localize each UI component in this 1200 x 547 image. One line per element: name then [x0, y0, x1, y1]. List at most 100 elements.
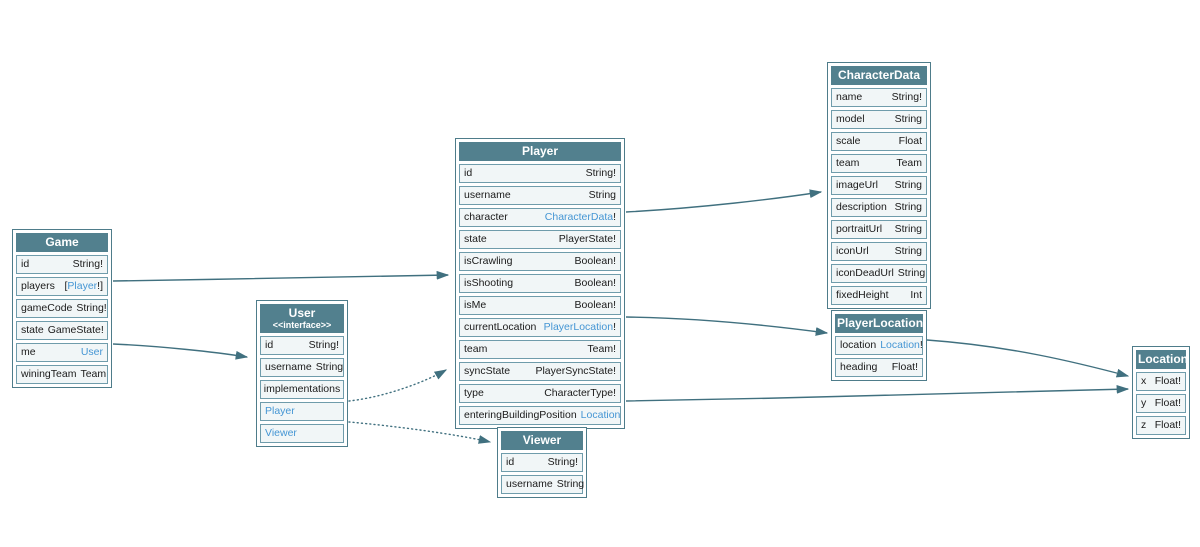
field-type: String — [589, 189, 616, 202]
field-row-characterdata-scale[interactable]: scale Float — [831, 132, 927, 151]
type-text: Float — [898, 135, 922, 147]
table-header-viewer[interactable]: Viewer — [501, 431, 583, 450]
type-text: String — [894, 113, 922, 125]
field-type: String! — [586, 167, 616, 180]
field-type: PlayerLocation! — [544, 321, 616, 334]
table-title: Game — [45, 235, 79, 249]
field-name: syncState — [464, 365, 511, 377]
field-type: Location — [581, 409, 621, 422]
type-link[interactable]: Location — [880, 339, 920, 351]
field-row-user-Player[interactable]: Player — [260, 402, 344, 421]
type-text: Boolean! — [574, 299, 616, 311]
table-title: PlayerLocation — [837, 316, 924, 330]
field-row-game-players[interactable]: players[Player!] — [16, 277, 108, 296]
type-text: String — [894, 179, 922, 191]
table-header-location[interactable]: Location — [1136, 350, 1188, 369]
field-type: Float! — [1155, 397, 1181, 410]
field-type: String! — [309, 339, 339, 352]
type-text: String! — [585, 167, 616, 179]
field-type: GameState! — [48, 324, 104, 337]
field-name: heading — [840, 361, 878, 373]
type-link[interactable]: User — [80, 346, 103, 358]
field-name: team — [836, 157, 860, 169]
field-type: Float! — [1155, 375, 1181, 388]
type-link[interactable]: Player — [67, 280, 98, 292]
field-type: String — [898, 267, 925, 280]
field-name: iconUrl — [836, 245, 869, 257]
type-text: PlayerSyncState! — [535, 365, 616, 377]
table-header-game[interactable]: Game — [16, 233, 108, 252]
field-type: String — [895, 245, 922, 258]
table-header-playerlocation[interactable]: PlayerLocation — [835, 314, 923, 333]
type-text: Team — [80, 368, 107, 380]
table-header-characterdata[interactable]: CharacterData — [831, 66, 927, 85]
table-header-player[interactable]: Player — [459, 142, 621, 161]
field-row-characterdata-iconUrl[interactable]: iconUrl String — [831, 242, 927, 261]
field-row-user-Viewer[interactable]: Viewer — [260, 424, 344, 443]
field-row-player-syncState[interactable]: syncState PlayerSyncState! — [459, 362, 621, 381]
implementation-link[interactable]: Viewer — [265, 427, 297, 439]
edge-playerlocation-location-to-location — [926, 339, 1130, 378]
type-link[interactable]: PlayerLocation — [543, 321, 614, 333]
type-text: [ — [64, 280, 68, 292]
table-header-user[interactable]: User<<interface>> — [260, 304, 344, 333]
field-row-user-id[interactable]: id String! — [260, 336, 344, 355]
type-link[interactable]: CharacterData — [544, 211, 614, 223]
type-text: String — [556, 478, 585, 490]
field-type: String — [895, 201, 922, 214]
field-name: scale — [836, 135, 861, 147]
type-text: Boolean! — [574, 255, 616, 267]
type-text: String — [588, 189, 616, 201]
implementation-link[interactable]: Player — [265, 405, 295, 417]
table-subtitle: <<interface>> — [272, 320, 332, 330]
table-title: Viewer — [522, 433, 562, 447]
type-text: CharacterType! — [544, 387, 616, 399]
edge-game-me-to-user — [112, 343, 249, 360]
field-type: Team — [80, 368, 106, 381]
type-text: String — [894, 201, 922, 213]
field-type: Boolean! — [575, 299, 616, 312]
field-name: username — [265, 361, 312, 373]
table-title: Location — [1138, 352, 1188, 366]
type-text: Float! — [1154, 375, 1181, 387]
edge-player-enteringbuildingposition-to-location — [625, 384, 1130, 402]
field-name: id — [265, 339, 274, 351]
type-link[interactable]: Location — [580, 409, 621, 421]
